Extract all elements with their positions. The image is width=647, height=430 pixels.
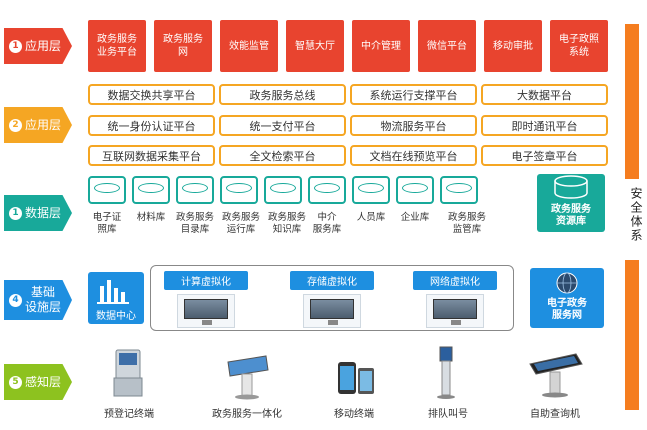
security-bar-top <box>625 24 639 179</box>
platform-box: 文档在线预览平台 <box>350 145 477 166</box>
layer-label-app-support: 2 应用层 <box>4 107 72 143</box>
database-icon <box>88 176 126 204</box>
database-stack-icon <box>554 175 588 199</box>
platform-box: 统一身份认证平台 <box>88 115 215 136</box>
data-center-box: 数据中心 <box>88 272 144 324</box>
device-label: 预登记终端 <box>104 409 154 420</box>
database-icon <box>440 176 478 204</box>
device-label: 政务服务一体化 <box>212 409 282 420</box>
platform-box: 数据交换共享平台 <box>88 84 215 105</box>
platform-box: 电子签章平台 <box>481 145 608 166</box>
platform-box: 即时通讯平台 <box>481 115 608 136</box>
monitor-icon <box>177 294 235 328</box>
platform-box: 大数据平台 <box>481 84 608 105</box>
layer-label-perception: 5 感知层 <box>4 364 72 400</box>
virtualization-label: 网络虚拟化 <box>413 271 497 290</box>
app-box: 政务服务 业务平台 <box>88 20 146 72</box>
database-label: 政务服务 运行库 <box>221 212 260 235</box>
layer-title: 应用层 <box>24 117 61 132</box>
monitor-icon <box>426 294 484 328</box>
security-label: 安全体系 <box>629 187 643 243</box>
database-icon <box>132 176 170 204</box>
globe-icon <box>556 272 578 294</box>
resource-database: 政务服务 资源库 <box>537 174 605 232</box>
mobile-terminal-icon <box>338 362 374 394</box>
data-center-label: 数据中心 <box>96 311 136 322</box>
database-label: 人员库 <box>356 212 386 223</box>
database-icon <box>352 176 390 204</box>
registration-terminal-icon <box>113 349 143 397</box>
layer-number: 5 <box>8 375 22 389</box>
layer-label-data: 1 数据层 <box>4 195 72 231</box>
virtualization-panel <box>150 265 514 331</box>
monitor-icon <box>303 294 361 328</box>
database-label: 中介 服务库 <box>312 212 342 235</box>
layer-title: 感知层 <box>24 374 61 389</box>
security-bar-bottom <box>625 260 639 410</box>
database-icon <box>396 176 434 204</box>
database-icon <box>220 176 258 204</box>
self-service-kiosk-icon <box>227 355 269 400</box>
platform-box: 互联网数据采集平台 <box>88 145 215 166</box>
database-icon <box>308 176 346 204</box>
app-box: 中介管理 <box>352 20 410 72</box>
device-label: 排队叫号 <box>428 409 468 420</box>
layer-title: 数据层 <box>24 205 61 220</box>
platform-box: 系统运行支撑平台 <box>350 84 477 105</box>
layer-label-infrastructure: 4 基础 设施层 <box>4 280 72 320</box>
virtualization-label: 存储虚拟化 <box>290 271 374 290</box>
virtualization-label: 计算虚拟化 <box>164 271 248 290</box>
layer-title: 应用层 <box>24 38 61 53</box>
layer-number: 1 <box>8 39 22 53</box>
app-box: 政务服务 网 <box>154 20 212 72</box>
database-label: 企业库 <box>400 212 430 223</box>
app-box: 效能监管 <box>220 20 278 72</box>
platform-box: 统一支付平台 <box>219 115 346 136</box>
platform-box: 物流服务平台 <box>350 115 477 136</box>
layer-number: 4 <box>8 293 22 307</box>
layer-number: 1 <box>8 206 22 220</box>
self-query-machine-icon <box>529 353 583 398</box>
app-box: 微信平台 <box>418 20 476 72</box>
device-label: 移动终端 <box>334 409 374 420</box>
layer-number: 2 <box>8 118 22 132</box>
layer-title: 基础 设施层 <box>24 285 61 314</box>
database-label: 材料库 <box>136 212 166 223</box>
network-label: 电子政务 服务网 <box>547 298 587 321</box>
device-label: 自助查询机 <box>530 409 580 420</box>
app-box: 电子政照 系统 <box>550 20 608 72</box>
resource-database-label: 政务服务 资源库 <box>551 204 591 227</box>
network-box: 电子政务 服务网 <box>530 268 604 328</box>
database-label: 政务服务 知识库 <box>267 212 306 235</box>
queue-machine-icon <box>437 346 455 399</box>
database-icon <box>176 176 214 204</box>
app-box: 智慧大厅 <box>286 20 344 72</box>
database-label: 政务服务 目录库 <box>175 212 214 235</box>
platform-box: 全文检索平台 <box>219 145 346 166</box>
database-label: 政务服务 监管库 <box>447 212 486 235</box>
database-label: 电子证 照库 <box>92 212 122 235</box>
layer-label-app-top: 1 应用层 <box>4 28 72 64</box>
bar-chart-icon <box>97 280 129 304</box>
platform-box: 政务服务总线 <box>219 84 346 105</box>
database-icon <box>264 176 302 204</box>
app-box: 移动审批 <box>484 20 542 72</box>
